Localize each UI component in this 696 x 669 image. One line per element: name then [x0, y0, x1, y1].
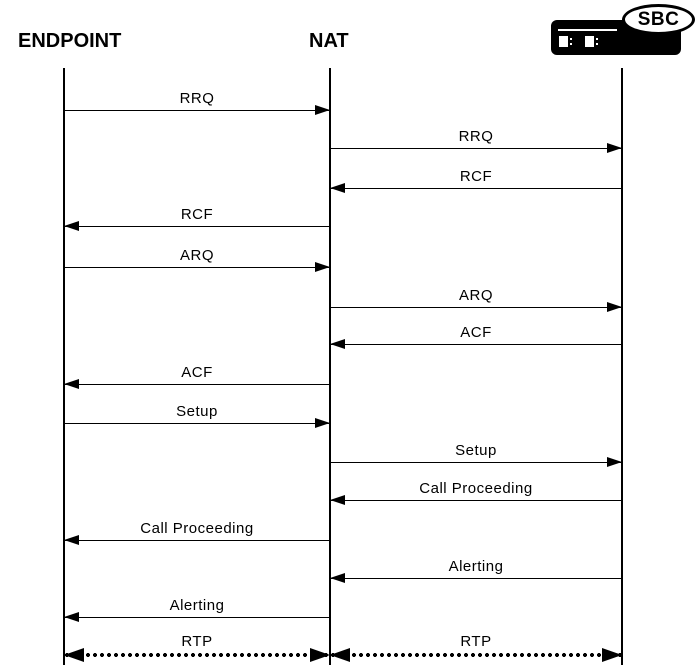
message-label: Setup: [176, 403, 218, 420]
dotted-media-line: [64, 653, 330, 657]
message-line: [330, 307, 622, 308]
arrowhead-right-icon: [310, 648, 330, 662]
message-line: [64, 540, 330, 541]
arrowhead-left-icon: [64, 535, 79, 545]
actor-label-endpoint: ENDPOINT: [18, 30, 122, 52]
message-label: Alerting: [448, 558, 504, 575]
arrowhead-left-icon: [64, 612, 79, 622]
arrowhead-right-icon: [602, 648, 622, 662]
message-line: [330, 462, 622, 463]
message-label: ARQ: [458, 287, 493, 304]
lifeline-endpoint: [63, 68, 65, 665]
sbc-slot-line: [558, 29, 617, 31]
message-line: [64, 110, 330, 111]
dotted-media-line: [330, 653, 622, 657]
message-label: Call Proceeding: [140, 520, 254, 537]
message-label: Setup: [455, 442, 497, 459]
message-label: RRQ: [458, 128, 494, 145]
message-label: RCF: [180, 206, 214, 223]
arrowhead-right-icon: [315, 418, 330, 428]
arrowhead-left-icon: [64, 221, 79, 231]
arrowhead-left-icon: [64, 648, 84, 662]
message-line: [330, 578, 622, 579]
message-label: ARQ: [179, 247, 214, 264]
arrowhead-left-icon: [330, 573, 345, 583]
message-line: [330, 148, 622, 149]
message-label: Alerting: [169, 597, 225, 614]
message-line: [330, 344, 622, 345]
arrowhead-right-icon: [315, 262, 330, 272]
message-line: [64, 267, 330, 268]
message-line: [330, 500, 622, 501]
message-line: [64, 226, 330, 227]
lifeline-nat: [329, 68, 331, 665]
message-label: Call Proceeding: [419, 480, 533, 497]
message-label: RTP: [460, 633, 492, 650]
arrowhead-right-icon: [607, 143, 622, 153]
arrowhead-left-icon: [330, 183, 345, 193]
message-label: RTP: [181, 633, 213, 650]
message-label: ACF: [181, 364, 213, 381]
message-line: [64, 617, 330, 618]
sbc-badge: SBC: [622, 4, 695, 35]
arrowhead-left-icon: [64, 379, 79, 389]
message-label: RRQ: [179, 90, 215, 107]
arrowhead-left-icon: [330, 495, 345, 505]
actor-label-nat: NAT: [309, 30, 349, 52]
arrowhead-right-icon: [607, 302, 622, 312]
arrowhead-left-icon: [330, 648, 350, 662]
sbc-port-icon: [559, 36, 572, 47]
actor-label-sbc: SBC: [637, 8, 680, 30]
message-line: [64, 384, 330, 385]
message-label: RCF: [459, 168, 493, 185]
message-line: [330, 188, 622, 189]
message-line: [64, 423, 330, 424]
lifeline-sbc: [621, 68, 623, 665]
message-label: ACF: [460, 324, 492, 341]
arrowhead-right-icon: [315, 105, 330, 115]
arrowhead-left-icon: [330, 339, 345, 349]
sbc-port-icon: [585, 36, 598, 47]
arrowhead-right-icon: [607, 457, 622, 467]
